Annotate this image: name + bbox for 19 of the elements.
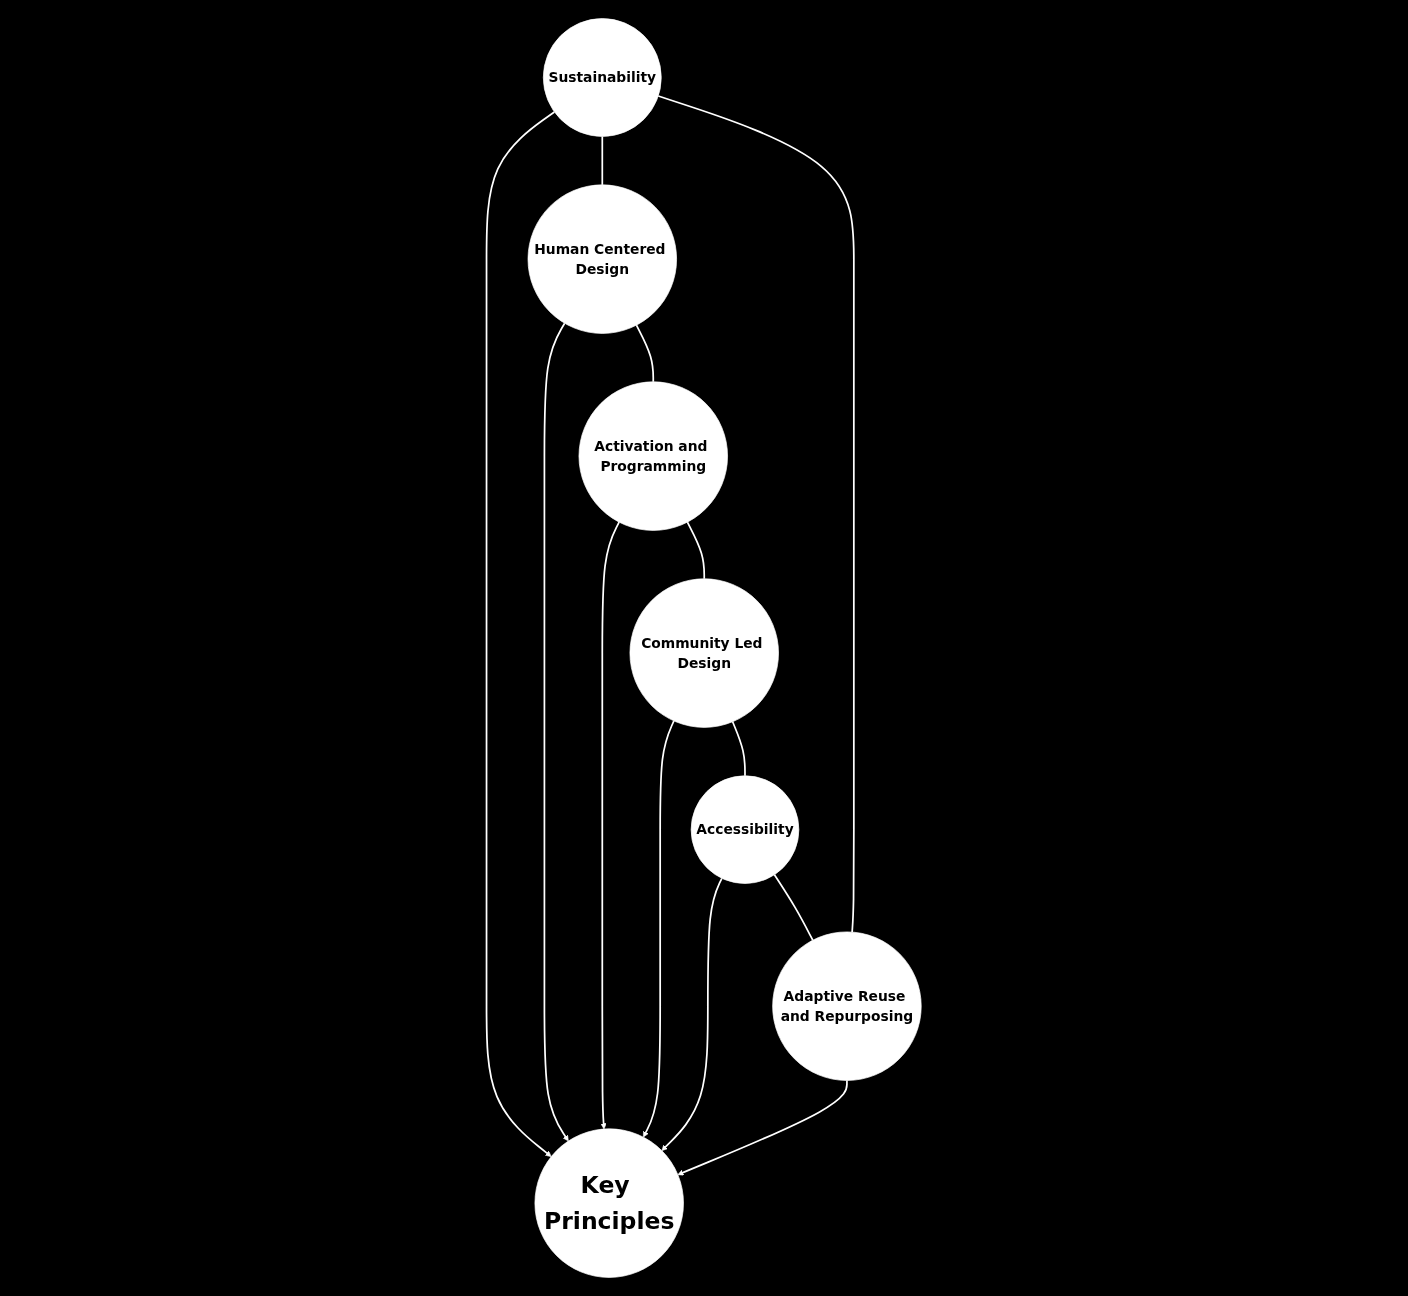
arrow (485, 111, 556, 1157)
node-circle: Human Centered Design (527, 184, 678, 334)
node-circle: Accessibility (690, 775, 800, 884)
node-circle: Activation and Programming (578, 381, 729, 531)
connector (731, 720, 746, 777)
connector (773, 873, 814, 942)
arrow (643, 720, 675, 1138)
arrow (543, 322, 569, 1142)
arrow (661, 877, 723, 1151)
connector (601, 135, 604, 186)
arrow (677, 1079, 848, 1176)
node-circle: Sustainability (543, 18, 662, 137)
node-circle: Community Led Design (629, 578, 779, 728)
arrow (600, 521, 621, 1130)
connector (657, 95, 855, 933)
connector (686, 521, 706, 580)
node-circle: Adaptive Reuse and Repurposing (772, 931, 922, 1081)
connector (635, 324, 655, 383)
node-circle: Key Principles (534, 1128, 684, 1278)
